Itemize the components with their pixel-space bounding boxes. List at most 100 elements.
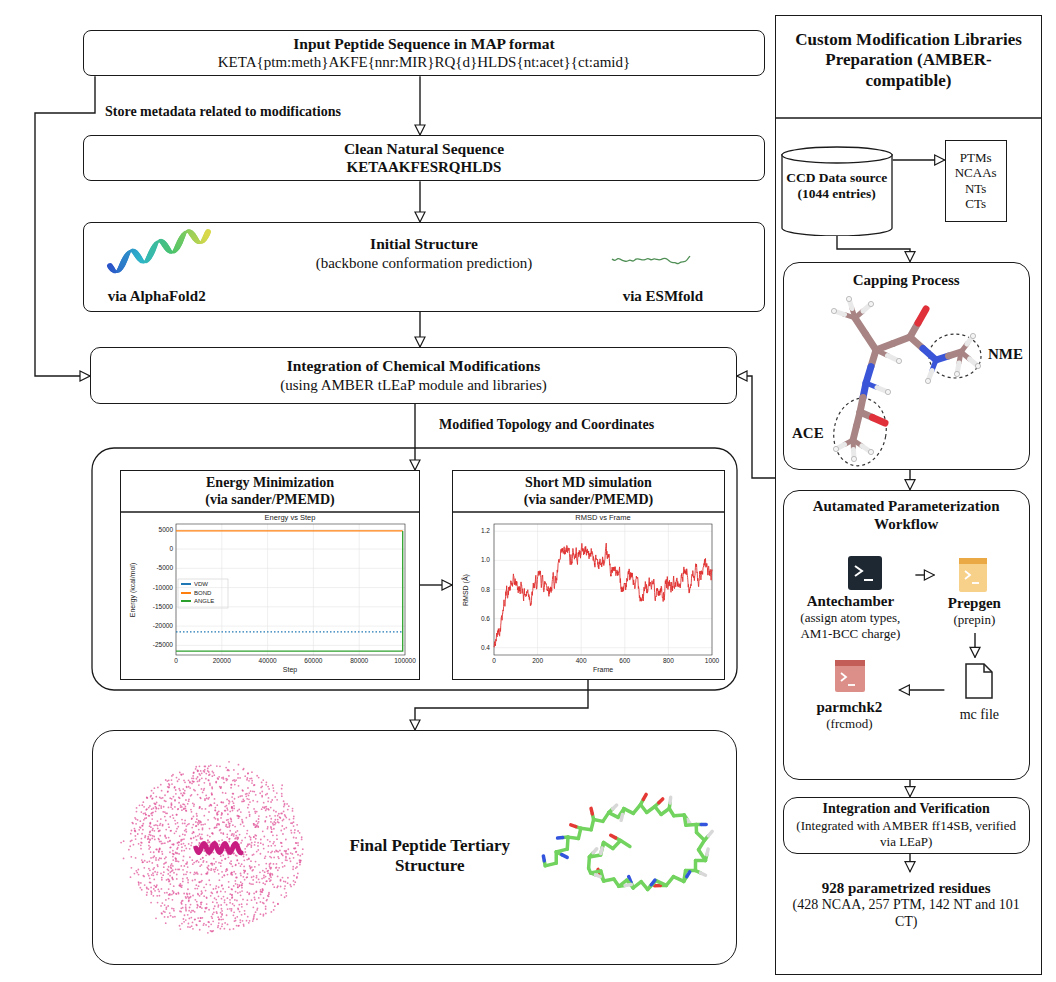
solvent-dot <box>254 826 256 828</box>
solvent-dot <box>177 808 179 810</box>
solvent-dot <box>295 842 297 844</box>
solvent-dot <box>247 773 249 775</box>
solvent-dot <box>244 870 246 872</box>
solvent-dot <box>263 875 265 877</box>
solvent-dot <box>193 815 195 817</box>
solvent-dot <box>277 869 279 871</box>
solvent-dot <box>237 884 239 886</box>
solvent-dot <box>132 823 134 825</box>
solvent-dot <box>184 834 186 836</box>
solvent-dot <box>198 861 200 863</box>
solvent-dot <box>238 815 240 817</box>
solvent-dot <box>247 787 249 789</box>
solvent-dot <box>231 871 233 873</box>
solvent-dot <box>263 836 265 838</box>
solvent-dot <box>255 861 257 863</box>
solvent-dot <box>210 804 212 806</box>
solvent-dot <box>154 839 156 841</box>
solvent-dot <box>140 827 142 829</box>
solvent-dot <box>196 778 198 780</box>
chart-text: 20000 <box>213 657 231 664</box>
solvent-dot <box>150 887 152 889</box>
solvent-dot <box>183 792 185 794</box>
flow-arrow <box>974 633 975 657</box>
solvent-dot <box>253 808 255 810</box>
solvent-dot <box>222 888 224 890</box>
solvent-dot <box>192 928 194 930</box>
solvent-dot <box>246 877 248 879</box>
process-box: Final Peptide Tertiary Structure <box>92 730 737 965</box>
solvent-dot <box>229 862 231 864</box>
series-line <box>176 531 403 651</box>
flow-arrow <box>415 680 588 730</box>
solvent-dot <box>191 817 193 819</box>
node-title: Prepgen <box>948 594 1001 612</box>
solvent-dot <box>153 787 155 789</box>
solvent-dot <box>173 817 175 819</box>
stick <box>708 831 712 835</box>
script-icon <box>959 558 987 592</box>
node-title: Integration of Chemical Modifications <box>287 357 541 376</box>
solvent-dot <box>239 891 241 893</box>
solvent-dot <box>256 918 258 920</box>
solvent-dot <box>254 866 256 868</box>
solvent-dot <box>160 905 162 907</box>
solvent-dot <box>178 844 180 846</box>
solvent-dot <box>193 805 195 807</box>
solvent-dot <box>225 792 227 794</box>
solvent-dot <box>188 910 190 912</box>
solvent-dot <box>224 810 226 812</box>
solvent-dot <box>217 811 219 813</box>
solvent-dot <box>269 874 271 876</box>
solvent-dot <box>188 798 190 800</box>
solvent-dot <box>246 903 248 905</box>
solvent-dot <box>160 807 162 809</box>
solvent-dot <box>200 797 202 799</box>
solvent-dot <box>246 891 248 893</box>
figure-part <box>984 664 992 672</box>
solvent-dot <box>188 786 190 788</box>
solvent-dot <box>134 828 136 830</box>
solvent-dot <box>157 828 159 830</box>
node-title: parmchk2 <box>816 698 882 716</box>
solvent-dot <box>254 824 256 826</box>
solvent-dot <box>201 777 203 779</box>
solvent-dot <box>261 808 263 810</box>
solvent-dot <box>156 895 158 897</box>
solvent-dot <box>238 796 240 798</box>
hydrogen-atom <box>831 308 836 313</box>
solvent-dot <box>158 830 160 832</box>
solvent-dot <box>120 842 122 844</box>
solvent-dot <box>244 910 246 912</box>
solvent-dot <box>239 795 241 797</box>
solvent-dot <box>277 876 279 878</box>
solvent-dot <box>238 764 240 766</box>
solvent-dot <box>202 924 204 926</box>
solvent-dot <box>212 913 214 915</box>
solvent-dot <box>268 788 270 790</box>
coil-trace <box>612 256 690 264</box>
solvent-dot <box>174 820 176 822</box>
solvent-dot <box>182 794 184 796</box>
solvent-dot <box>227 813 229 815</box>
solvent-dot <box>266 816 268 818</box>
solvent-dot <box>161 902 163 904</box>
solvent-dot <box>200 902 202 904</box>
solvent-dot <box>232 865 234 867</box>
solvent-dot <box>273 856 275 858</box>
node-text: (via sander/PMEMD) <box>524 492 653 509</box>
solvent-dot <box>234 784 236 786</box>
solvent-dot <box>222 854 224 856</box>
solvent-dot <box>207 840 209 842</box>
solvent-dot <box>234 838 236 840</box>
solvent-dot <box>148 868 150 870</box>
solvent-dot <box>162 853 164 855</box>
solvent-dot <box>175 868 177 870</box>
solvent-dot <box>235 864 237 866</box>
solvent-dot <box>217 778 219 780</box>
solvent-dot <box>244 775 246 777</box>
solvent-dot <box>295 837 297 839</box>
solvent-dot <box>293 825 295 827</box>
solvent-dot <box>173 796 175 798</box>
solvent-dot <box>271 831 273 833</box>
